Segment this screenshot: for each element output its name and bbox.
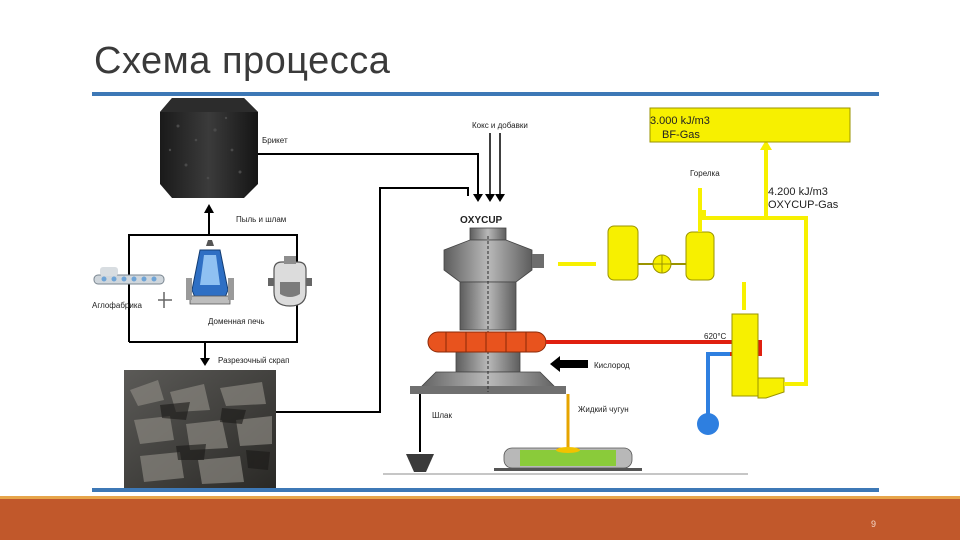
briquette-label: Брикет <box>262 136 288 145</box>
burner-label: Горелка <box>690 169 720 178</box>
converter-icon <box>268 256 312 307</box>
sinter-plant-icon <box>93 267 172 308</box>
slag-label: Шлак <box>432 411 452 420</box>
torpedo-car <box>494 447 642 471</box>
coke-label: Кокс и добавки <box>472 121 528 130</box>
coke-feed-arrow-2 <box>495 194 505 202</box>
oxycup-gas-label: OXYCUP-Gas <box>768 199 839 211</box>
cold-blast-line <box>706 352 730 416</box>
briquette-image <box>160 98 258 198</box>
scrap-feed-line <box>276 187 469 413</box>
blast-furnace-label: Доменная печь <box>208 317 265 326</box>
slide-title: Схема процесса <box>94 40 391 82</box>
hot-blast-stove <box>731 313 785 399</box>
tuyere-ring <box>427 331 547 353</box>
gas-cleaning-unit <box>607 225 715 281</box>
to-scrap-arrow <box>200 358 210 366</box>
scrap-label: Разрезочный скрап <box>218 356 289 365</box>
scrap-pile-image <box>124 370 276 488</box>
oxycup-label: OXYCUP <box>460 215 503 226</box>
bottom-rule <box>92 488 879 492</box>
footer-accent <box>0 496 960 499</box>
dust-collection-line <box>128 234 298 343</box>
footer-bar <box>0 496 960 540</box>
gas-to-network-arrow <box>760 140 772 150</box>
oxycup-energy-label: 4.200 kJ/m3 <box>768 186 828 198</box>
top-rule <box>92 92 879 96</box>
blower-icon <box>697 413 719 435</box>
oxygen-label: Кислород <box>594 361 630 370</box>
coke-feed-arrow-1 <box>485 194 495 202</box>
dust-label: Пыль и шлам <box>236 215 286 224</box>
page-number: 9 <box>870 519 876 529</box>
briquette-feed-line <box>258 153 479 196</box>
dust-to-briquette-arrow <box>204 204 214 213</box>
bf-energy-label: 3.000 kJ/m3 <box>650 115 710 127</box>
oxygen-arrow <box>550 356 588 372</box>
blast-furnace-icon <box>186 240 234 305</box>
briquette-feed-arrow <box>473 194 483 202</box>
temp-label: 620°C <box>704 332 727 341</box>
bf-gas-label: BF-Gas <box>662 129 700 141</box>
sinter-label: Аглофабрика <box>92 301 142 310</box>
oxycup-gas-return-line <box>702 210 808 386</box>
oxycup-furnace <box>410 227 566 394</box>
iron-label: Жидкий чугун <box>578 405 629 414</box>
bf-gas-network <box>649 107 851 143</box>
slag-pot <box>406 454 434 472</box>
